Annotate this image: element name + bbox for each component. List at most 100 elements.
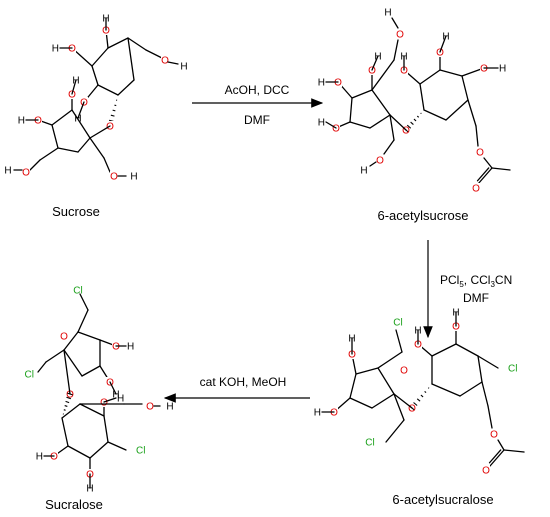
double-bond — [488, 449, 502, 464]
atom-label: H — [130, 172, 137, 183]
atom-mask — [472, 183, 480, 193]
bond — [107, 37, 129, 49]
bond — [455, 343, 479, 357]
atom-mask — [146, 401, 154, 411]
atom-label: Cl — [136, 446, 145, 457]
atom-label: H — [348, 334, 355, 345]
atom-mask — [110, 171, 118, 181]
atom-label: H — [318, 118, 325, 129]
atom-label: O — [106, 122, 114, 133]
hash-bond — [67, 392, 73, 396]
atom-label: H — [112, 390, 119, 401]
bond — [419, 83, 425, 111]
atom-label: O — [482, 466, 490, 477]
hash-bond — [410, 121, 414, 125]
bond — [349, 121, 371, 129]
atom-mask — [490, 429, 498, 439]
atom-label: O — [396, 30, 404, 41]
atom-label: O — [100, 398, 108, 409]
bond — [107, 441, 127, 451]
atom-label: H — [318, 78, 325, 89]
bond — [77, 331, 101, 341]
atom-label: O — [34, 116, 42, 127]
bond — [467, 99, 477, 127]
bond — [491, 167, 511, 171]
bond — [419, 69, 441, 85]
hash-bond — [65, 400, 70, 404]
atom-label: O — [102, 26, 110, 37]
bond — [497, 439, 505, 451]
bond — [369, 161, 377, 167]
atom-label: O — [436, 48, 444, 59]
bond — [383, 139, 395, 155]
bond — [89, 441, 109, 459]
atom-label: H — [442, 32, 449, 43]
hash-bond — [420, 394, 424, 398]
bond — [127, 37, 147, 51]
bond — [91, 47, 109, 67]
atom-label: O — [330, 408, 338, 419]
bond — [77, 137, 91, 153]
atom-label: H — [414, 326, 421, 337]
atom-label: H — [18, 116, 25, 127]
atom-label: Cl — [508, 364, 517, 375]
bond — [89, 125, 111, 139]
step1-reagents: AcOH, DCC — [225, 83, 290, 97]
bond — [29, 159, 41, 171]
bond — [63, 349, 83, 377]
atom-label: H — [360, 166, 367, 177]
atom-label: O — [22, 168, 30, 179]
atom-label: O — [400, 366, 408, 377]
atom-label: O — [490, 430, 498, 441]
hash-bond — [403, 127, 409, 133]
bond — [349, 397, 373, 409]
bond — [377, 367, 395, 395]
atom-mask — [396, 29, 404, 39]
atom-mask — [161, 55, 169, 65]
hash-bond — [427, 387, 430, 389]
bond — [445, 99, 469, 121]
bond — [483, 157, 493, 169]
atom-label: O — [112, 342, 120, 353]
bond — [475, 125, 479, 147]
atom-label: H — [102, 14, 109, 25]
bond — [461, 75, 469, 101]
bond — [45, 349, 65, 363]
atom-label: O — [480, 64, 488, 75]
bond — [355, 367, 379, 375]
atom-label: O — [476, 148, 484, 159]
hash-bond — [413, 118, 417, 122]
bond — [91, 65, 99, 86]
atom-label: O — [376, 156, 384, 167]
bond — [389, 114, 395, 141]
atom-mask — [22, 167, 30, 177]
atom-label: O — [50, 452, 58, 463]
bond — [51, 109, 73, 126]
bond — [61, 417, 69, 447]
atom-mask — [376, 155, 384, 165]
bond — [81, 365, 101, 377]
bond — [51, 124, 59, 149]
bond — [489, 449, 505, 467]
step1-solvent: DMF — [244, 113, 270, 127]
atom-mask — [476, 147, 484, 157]
hash-bond — [63, 409, 66, 411]
atom-label: H — [36, 452, 43, 463]
bond — [477, 167, 493, 185]
atom-label: H — [314, 408, 321, 419]
atom-mask — [482, 465, 490, 475]
atom-label: O — [332, 124, 340, 135]
bond — [79, 293, 89, 311]
bond — [57, 147, 79, 153]
bond — [369, 114, 391, 129]
label-6-acetylsucralose: 6-acetylsucralose — [392, 492, 493, 507]
bond — [351, 89, 373, 99]
bond — [395, 329, 403, 353]
bond — [477, 355, 483, 383]
atom-label: H — [4, 166, 11, 177]
atom-label: H — [180, 62, 187, 73]
bond — [63, 349, 71, 395]
